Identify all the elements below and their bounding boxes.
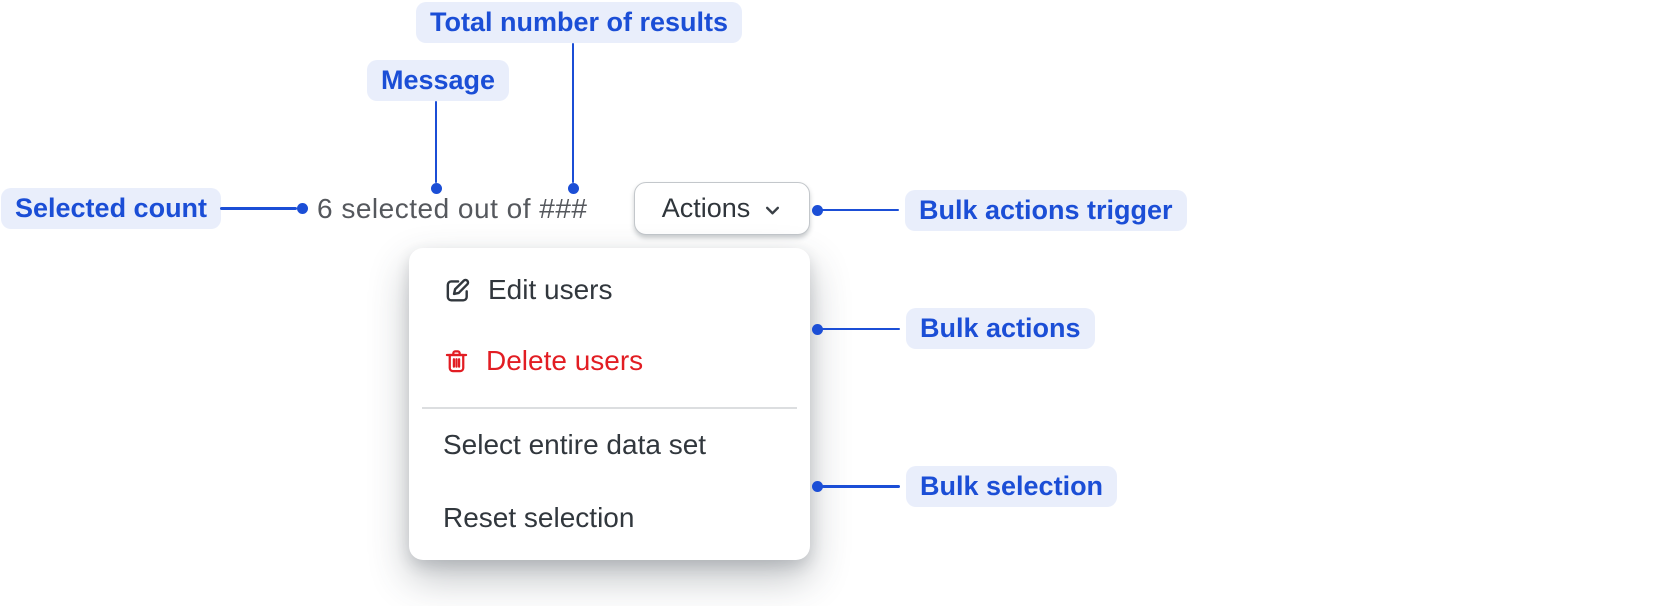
chevron-down-icon bbox=[763, 198, 782, 220]
connector-line bbox=[434, 101, 438, 183]
actions-button-label: Actions bbox=[661, 193, 751, 223]
connector-dot bbox=[567, 183, 579, 194]
annotation-label-total-results: Total number of results bbox=[416, 2, 743, 43]
connector-dot bbox=[430, 183, 442, 194]
bulk-actions-menu: Edit users Delete users Select entire da… bbox=[409, 248, 810, 560]
annotation-label-message: Message bbox=[367, 60, 510, 101]
connector-line bbox=[220, 207, 297, 210]
connector-line bbox=[822, 208, 899, 212]
menu-item-delete-users[interactable]: Delete users bbox=[409, 333, 810, 389]
annotation-label-selected-count: Selected count bbox=[1, 188, 222, 229]
menu-item-label: Edit users bbox=[488, 274, 613, 305]
menu-item-label: Delete users bbox=[486, 345, 644, 376]
annotation-label-bulk-actions: Bulk actions bbox=[906, 308, 1095, 349]
menu-item-select-entire-data-set[interactable]: Select entire data set bbox=[409, 417, 810, 473]
connector-line bbox=[571, 43, 574, 183]
annotation-label-bulk-actions-trigger: Bulk actions trigger bbox=[905, 190, 1187, 231]
bulk-actions-trigger-button[interactable]: Actions bbox=[634, 182, 810, 235]
connector-line bbox=[822, 327, 900, 331]
connector-dot bbox=[296, 203, 308, 214]
connector-line bbox=[822, 485, 900, 488]
menu-item-reset-selection[interactable]: Reset selection bbox=[409, 490, 810, 546]
connector-dot bbox=[811, 481, 823, 492]
menu-item-label: Select entire data set bbox=[443, 429, 707, 460]
trash-icon bbox=[443, 347, 470, 376]
menu-divider bbox=[422, 407, 797, 409]
annotation-label-bulk-selection: Bulk selection bbox=[906, 466, 1118, 507]
connector-dot bbox=[811, 204, 823, 216]
connector-dot bbox=[811, 323, 823, 335]
selection-count-message: 6 selected out of ### bbox=[317, 193, 588, 224]
menu-item-label: Reset selection bbox=[443, 502, 635, 533]
menu-item-edit-users[interactable]: Edit users bbox=[409, 262, 810, 318]
edit-icon bbox=[443, 276, 472, 305]
